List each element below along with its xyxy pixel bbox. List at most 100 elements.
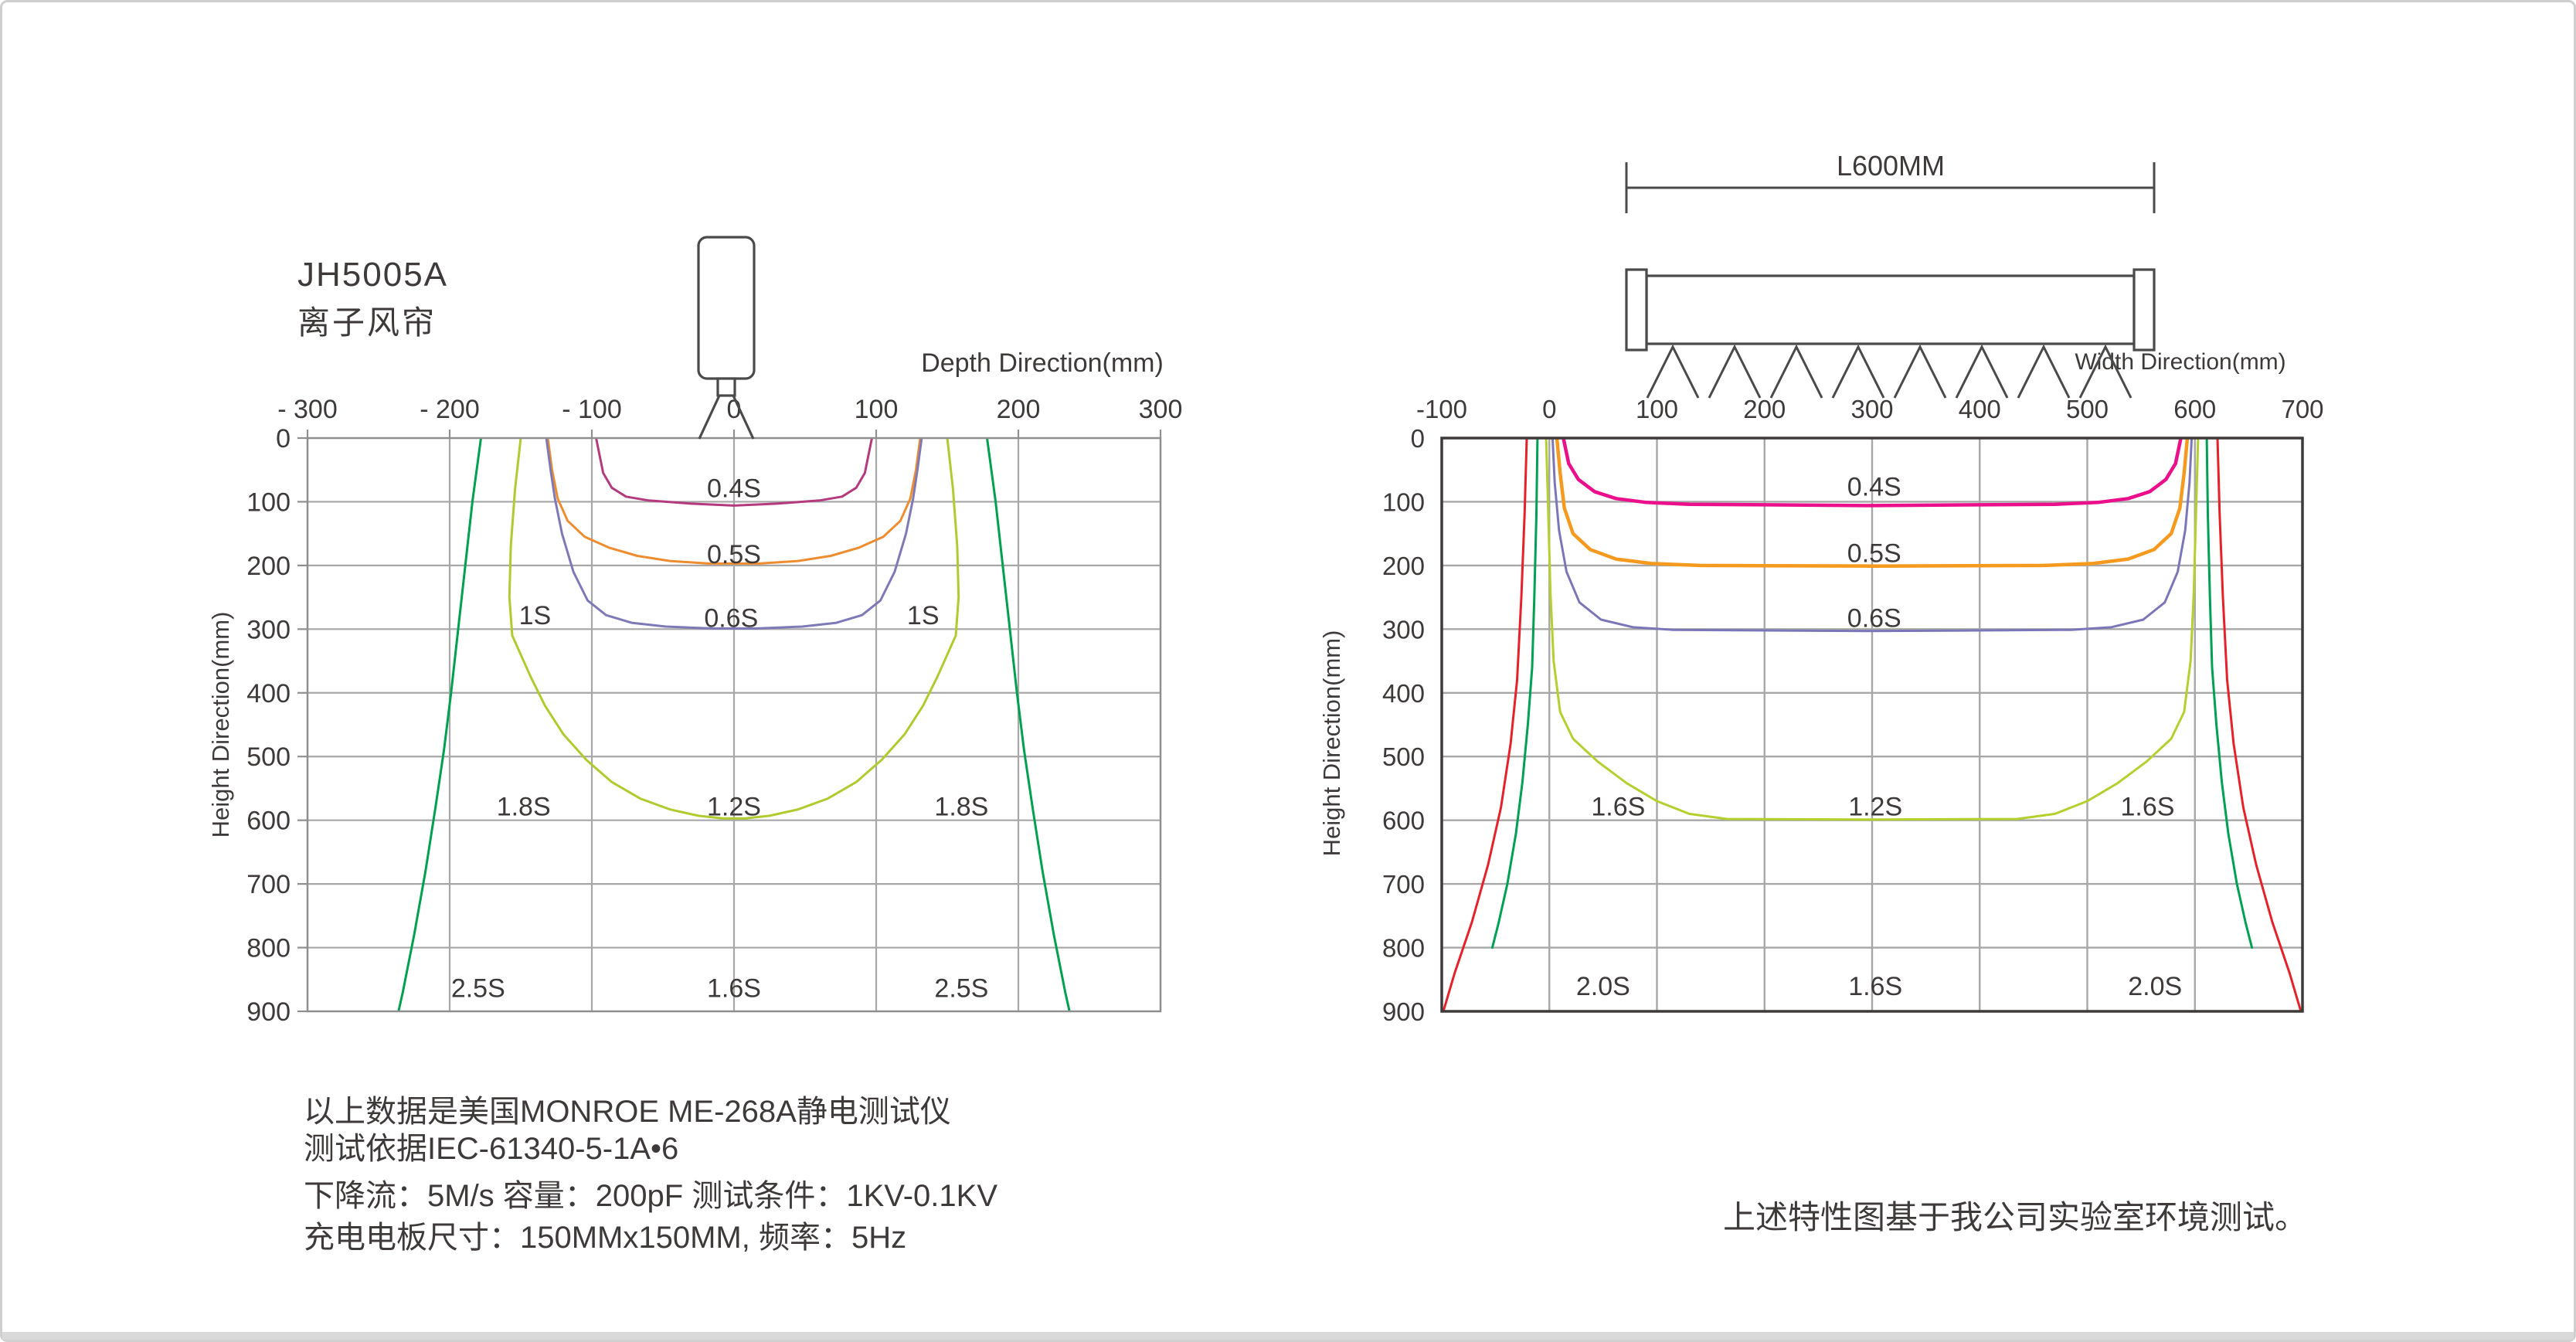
x-tick-label: - 200 (420, 395, 480, 424)
emitter-caret-icon (1955, 344, 2009, 399)
right-chart-x-axis-title: Width Direction(mm) (2075, 349, 2285, 375)
emitter-caret-icon (1708, 344, 1762, 399)
zone-label: 0.6S (704, 603, 758, 633)
emitter-caret-icon (1769, 344, 1823, 399)
zone-label: 0.5S (1847, 538, 1901, 568)
contour-green-left (1490, 438, 1539, 950)
y-tick-label: 900 (1382, 997, 1425, 1026)
note-line: 充电电板尺寸：150MMx150MM, 频率：5Hz (304, 1221, 906, 1255)
device-airflow-legs (698, 395, 755, 440)
x-tick-label: 400 (1959, 395, 2001, 423)
contour-series (1443, 438, 2302, 1011)
emitter-caret-icon (1646, 344, 1700, 399)
y-tick-label: 600 (1382, 807, 1425, 835)
contour-1S / 1.2S / 1.8S (508, 438, 960, 820)
contour-red-left (1443, 438, 1528, 1011)
x-tick-label: 500 (2066, 395, 2109, 423)
note-line: 下降流：5M/s 容量：200pF 测试条件：1KV-0.1KV (304, 1179, 997, 1213)
y-tick-label: 100 (1382, 488, 1425, 516)
contour-0.5S (1555, 438, 2190, 568)
zone-label: 2.5S (934, 973, 988, 1003)
zone-label: 1.8S (497, 793, 551, 822)
zone-label: 0.4S (707, 474, 761, 503)
x-tick-label: 200 (997, 395, 1041, 424)
zone-label: 0.6S (1847, 603, 1901, 633)
curtain-bar-cap-left (1625, 268, 1648, 352)
dimension-label: L600MM (1837, 150, 1945, 182)
y-tick-label: 300 (246, 615, 291, 644)
x-tick-label: - 100 (562, 395, 622, 424)
contour-0.4S (1562, 438, 2183, 508)
plot-frame (1440, 437, 2304, 1013)
left-chart: Depth Direction(mm) Height Direction(mm)… (207, 236, 1182, 1027)
x-tick-label: 0 (1542, 395, 1556, 423)
contour-red-right (2216, 438, 2302, 1011)
x-tick-label: 300 (1850, 395, 1893, 423)
note-line: 测试依据IEC-61340-5-1A•6 (304, 1132, 678, 1166)
contour-0.5S (546, 438, 922, 565)
emitter-caret-icon (1831, 344, 1885, 399)
contour-series (397, 438, 1071, 1011)
curtain-bar-cap-right (2133, 268, 2156, 352)
x-tick-label: 700 (2281, 395, 2323, 423)
x-tick-label: 0 (727, 395, 742, 424)
y-tick-label: 500 (1382, 742, 1425, 771)
ionizer-device-icon (697, 236, 756, 440)
y-tick-label: 800 (1382, 934, 1425, 963)
device-nozzle (716, 377, 736, 397)
page-title: JH5005A (297, 256, 448, 294)
y-tick-label: 300 (1382, 615, 1425, 644)
emitter-caret-icon (2017, 344, 2071, 399)
dimension-line (1625, 162, 2156, 213)
y-tick-label: 700 (1382, 870, 1425, 899)
zone-label: 0.4S (1847, 473, 1901, 502)
x-tick-label: - 300 (277, 395, 338, 424)
x-tick-label: 600 (2173, 395, 2216, 423)
right-chart-y-axis-title: Height Direction(mm) (1318, 630, 1345, 857)
y-tick-label: 900 (246, 997, 291, 1027)
x-tick-label: 100 (855, 395, 899, 424)
zone-label: 2.0S (2128, 972, 2182, 1001)
footnote: 上述特性图基于我公司实验室环境测试。 (1723, 1199, 2307, 1235)
left-chart-y-axis-title: Height Direction(mm) (207, 612, 234, 838)
y-tick-label: 100 (246, 488, 291, 517)
contour-0.4S (595, 438, 873, 507)
zone-label: 1.6S (1848, 972, 1902, 1001)
zone-label: 0.5S (707, 540, 761, 569)
air-curtain-fixture: L600MM (1625, 150, 2156, 399)
y-tick-label: 500 (246, 742, 291, 772)
y-tick-label: 200 (246, 552, 291, 581)
y-tick-label: 0 (1411, 424, 1425, 453)
x-tick-label: 300 (1139, 395, 1183, 424)
y-tick-label: 600 (246, 807, 291, 836)
contour-green-right (2205, 438, 2254, 950)
zone-label: 1.6S (1591, 793, 1645, 822)
emitter-caret-icon (1893, 344, 1947, 399)
x-tick-label: -100 (1416, 395, 1467, 423)
device-body (697, 236, 756, 380)
zone-label: 1.2S (1848, 793, 1902, 822)
zone-label: 1.2S (707, 793, 761, 822)
y-tick-label: 700 (246, 870, 291, 899)
note-line: 以上数据是美国MONROE ME-268A静电测试仪 (304, 1095, 951, 1129)
zone-label: 2.0S (1576, 972, 1630, 1001)
zone-label: 2.5S (451, 973, 505, 1003)
zone-label: 1S (519, 601, 552, 630)
x-tick-label: 100 (1636, 395, 1678, 423)
y-tick-label: 400 (246, 679, 291, 708)
y-tick-label: 800 (246, 934, 291, 963)
zone-label: 1.8S (934, 793, 988, 822)
zone-label: 1.6S (2121, 793, 2175, 822)
zone-label: 1S (907, 601, 940, 630)
product-name: 离子风帘 (297, 304, 437, 341)
bottom-edge-strip (2, 1332, 2574, 1340)
emitter-row (1646, 344, 2133, 399)
x-tick-label: 200 (1743, 395, 1786, 423)
contour-0.6S (545, 438, 923, 630)
curtain-bar-body (1645, 274, 2136, 345)
contour-1.2S / 1.6S (1545, 438, 2200, 821)
